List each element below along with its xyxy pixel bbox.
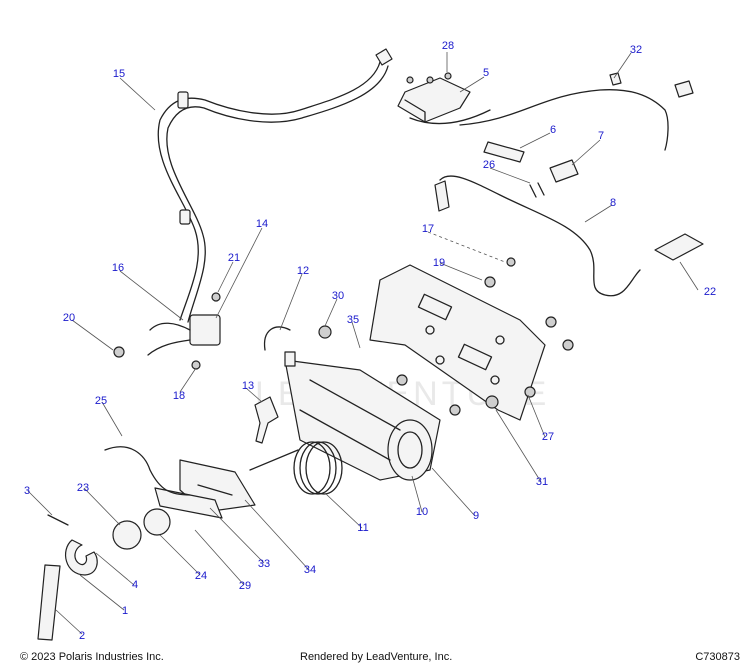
bolts <box>113 257 574 416</box>
rendered-by-text: Rendered by LeadVenture, Inc. <box>300 651 453 663</box>
callout-5[interactable]: 5 <box>482 67 490 79</box>
callout-12[interactable]: 12 <box>296 265 310 277</box>
callout-16[interactable]: 16 <box>111 262 125 274</box>
callout-15[interactable]: 15 <box>112 68 126 80</box>
callout-18[interactable]: 18 <box>172 390 186 402</box>
hook-1 <box>64 539 98 576</box>
connector-7 <box>549 159 579 183</box>
callout-27[interactable]: 27 <box>541 431 555 443</box>
leader-lines <box>27 52 699 635</box>
callout-34[interactable]: 34 <box>303 564 317 576</box>
callout-29[interactable]: 29 <box>238 580 252 592</box>
strap-2 <box>37 564 61 641</box>
callout-24[interactable]: 24 <box>194 570 208 582</box>
stopper-24 <box>143 508 171 536</box>
stopper-23 <box>112 520 142 550</box>
callout-19[interactable]: 19 <box>432 257 446 269</box>
wire-25 <box>104 446 191 496</box>
callout-35[interactable]: 35 <box>346 314 360 326</box>
callout-6[interactable]: 6 <box>549 124 557 136</box>
solenoid-14 <box>147 314 221 356</box>
callout-32[interactable]: 32 <box>629 44 643 56</box>
wire-harness-8 <box>434 175 704 297</box>
callout-1[interactable]: 1 <box>121 605 129 617</box>
pin-3 <box>47 514 69 526</box>
callout-10[interactable]: 10 <box>415 506 429 518</box>
callout-20[interactable]: 20 <box>62 312 76 324</box>
callout-17[interactable]: 17 <box>421 223 435 235</box>
callout-21[interactable]: 21 <box>227 252 241 264</box>
callout-3[interactable]: 3 <box>23 485 31 497</box>
callout-14[interactable]: 14 <box>255 218 269 230</box>
callout-25[interactable]: 25 <box>94 395 108 407</box>
callout-2[interactable]: 2 <box>78 630 86 642</box>
callout-33[interactable]: 33 <box>257 558 271 570</box>
cable-13 <box>254 396 279 444</box>
copyright-text: © 2023 Polaris Industries Inc. <box>20 651 164 663</box>
fairlead-33 <box>154 487 223 519</box>
mounting-plate <box>369 264 546 421</box>
callout-8[interactable]: 8 <box>609 197 617 209</box>
callout-22[interactable]: 22 <box>703 286 717 298</box>
wire-harness-15 <box>157 48 393 323</box>
callout-9[interactable]: 9 <box>472 510 480 522</box>
callout-7[interactable]: 7 <box>597 130 605 142</box>
wire-harness-32 <box>459 72 694 151</box>
connector-6 <box>483 141 525 163</box>
winch-assembly <box>284 351 441 481</box>
callout-23[interactable]: 23 <box>76 482 90 494</box>
callout-30[interactable]: 30 <box>331 290 345 302</box>
callout-26[interactable]: 26 <box>482 159 496 171</box>
pins-26 <box>529 182 545 198</box>
callout-11[interactable]: 11 <box>357 522 369 534</box>
callout-4[interactable]: 4 <box>131 579 139 591</box>
callout-31[interactable]: 31 <box>535 476 549 488</box>
callout-13[interactable]: 13 <box>241 380 255 392</box>
cable-12 <box>263 326 291 351</box>
cable-coil-11 <box>249 441 343 495</box>
control-module-5 <box>397 72 491 125</box>
drawing-id: C730873 <box>695 651 740 663</box>
callout-28[interactable]: 28 <box>441 40 455 52</box>
